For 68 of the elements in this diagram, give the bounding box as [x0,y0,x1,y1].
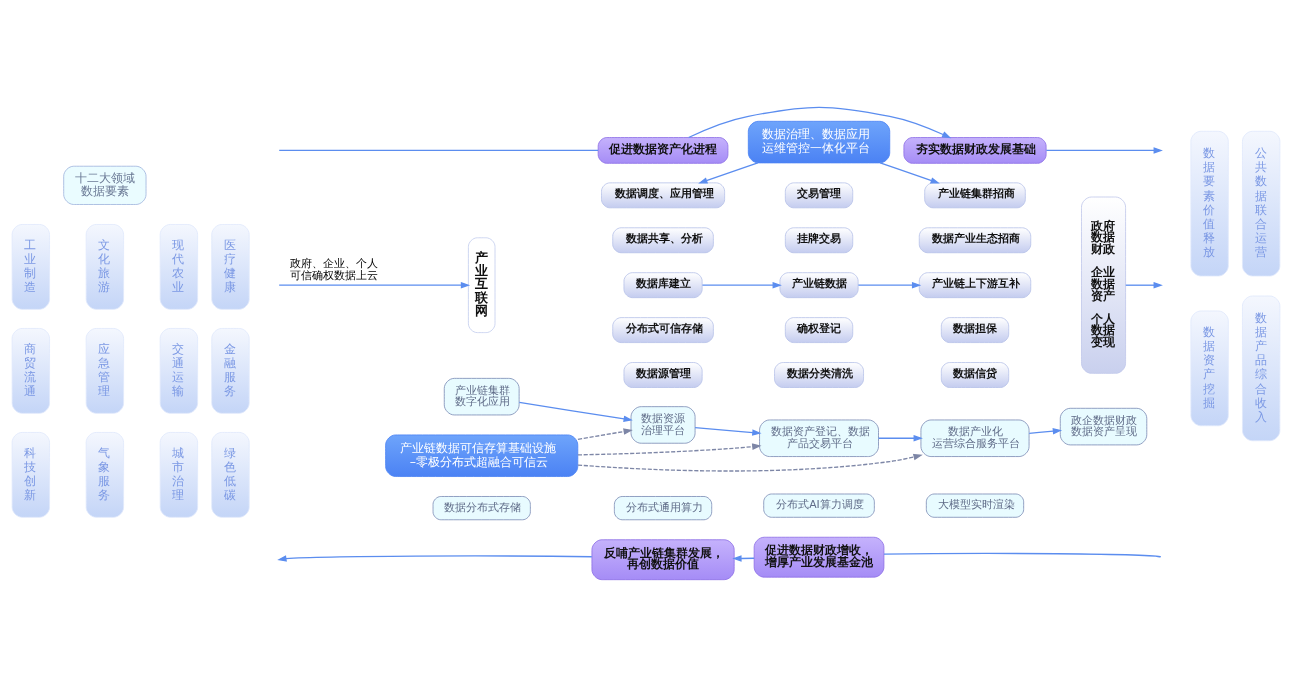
node-box: 分布式可信存储 [612,316,714,343]
node-box: 产业链集群数字化应用 [443,377,520,415]
node-box: 数据资源治理平台 [630,405,696,444]
node-box: 数据信贷 [940,361,1010,388]
node-box: 气象服务 [85,431,124,518]
node-box: 数据产业生态招商 [918,226,1032,253]
node-box: 数据产品综合收入 [1242,295,1281,441]
node-box: 科技创新 [11,431,50,518]
node-box: 交通运输 [159,327,199,414]
node-box: 分布式通用算力 [613,495,713,520]
arrow [698,161,759,184]
node-box: 产业互联网 [468,236,496,333]
node-box: 分布式AI算力调度 [763,493,875,518]
node-box: 数据要素价值释放 [1190,130,1229,276]
arrow [577,427,633,440]
connector [883,552,1162,558]
arrow [577,442,762,456]
node-box: 应急管理 [85,327,124,414]
node-box: 产业链数据 [779,271,859,298]
arrow [1045,146,1163,154]
node-box: 工业制造 [11,223,50,310]
arrow [518,401,633,422]
node-box: 数据资产登记、数据产品交易平台 [759,419,879,457]
node-box: 商贸流通 [11,327,50,414]
node-box: 数据分布式存储 [432,495,531,520]
node-box: 文化旅游 [85,223,124,310]
node-box: 城市治理 [159,431,199,518]
edge-label: 政府、企业、个人可信确权数据上云 [289,256,378,282]
node-box: 数据治理、数据应用运维管控一体化平台 [747,120,891,163]
node-box: 金融服务 [211,327,250,414]
arrow [277,554,593,562]
node-box: 产业链上下游互补 [918,271,1032,298]
node-box: 数据库建立 [623,271,703,298]
arrow [687,106,952,138]
connector [278,149,599,151]
node-box: 十二大领域数据要素 [63,165,147,205]
node-box: 反哺产业链集群发展，再创数据价值 [591,538,735,580]
node-box: 医疗健康 [211,223,250,310]
node-box: 数据共享、分析 [612,226,714,253]
node-box: 挂牌交易 [784,226,854,253]
node-box: 政府数据财政 企业数据资产 个人数据变现 [1081,196,1126,374]
arrow [857,281,922,288]
arrow [879,161,940,184]
arrow [694,426,762,436]
arrow [877,434,923,441]
node-box: 确权登记 [784,316,854,343]
node-box: 产业链集群招商 [924,181,1026,208]
node-box: 夯实数据财政发展基础 [903,136,1047,164]
node-box: 数据担保 [940,316,1010,343]
arrow [278,281,471,288]
node-box: 数据产业化运营综合服务平台 [920,419,1030,457]
arrow [1125,281,1163,288]
node-box: 数据分类清洗 [774,361,864,388]
node-box: 政企数据财政数据资产呈现 [1059,407,1148,445]
arrow [701,281,782,288]
node-box: 现代农业 [159,223,199,310]
node-box: 交易管理 [784,181,854,208]
node-box: 数据调度、应用管理 [601,181,726,208]
node-box: 大模型实时渲染 [925,493,1025,518]
node-box: 公共数据联合运营 [1242,130,1281,276]
arrow [1028,427,1063,434]
node-box: 数据源管理 [623,361,703,388]
node-box: 促进数据财政增收，增厚产业发展基金池 [753,536,885,578]
node-box: 数据资产挖掘 [1190,310,1229,426]
node-box: 产业链数据可信存算基础设施–零极分布式超融合可信云 [385,434,579,477]
node-box: 绿色低碳 [211,431,250,518]
arrow [577,453,923,472]
node-box: 促进数据资产化进程 [597,136,729,164]
